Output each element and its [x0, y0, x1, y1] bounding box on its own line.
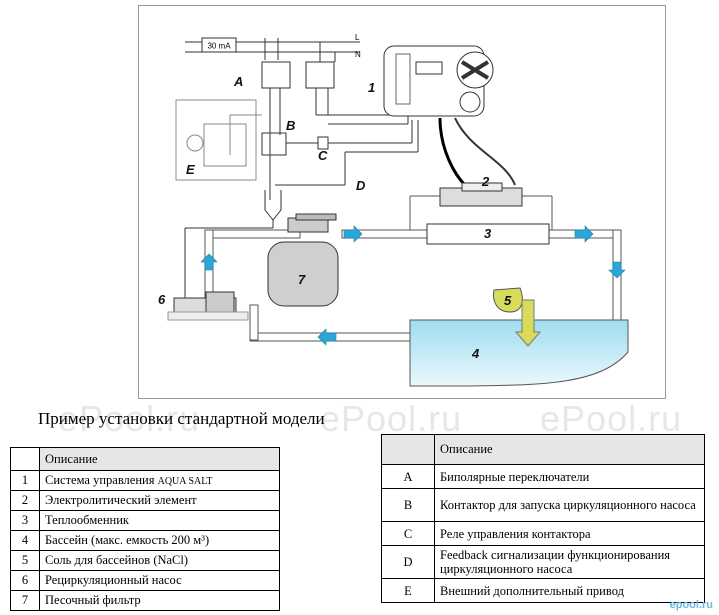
- table-row: C Реле управления контактора: [381, 521, 705, 546]
- label-1: 1: [368, 80, 375, 95]
- label-4: 4: [471, 346, 480, 361]
- line-n-label: N: [355, 50, 361, 59]
- table-row: 5 Соль для бассейнов (NaCl): [10, 550, 280, 571]
- label-e: E: [186, 162, 195, 177]
- header-description: Описание: [434, 434, 705, 465]
- table-row: B Контактор для запуска циркуляционного …: [381, 488, 705, 522]
- label-3: 3: [484, 226, 492, 241]
- figure-caption: Пример установки стандартной модели: [38, 409, 325, 428]
- label-b: B: [286, 118, 295, 133]
- header-description: Описание: [39, 447, 280, 471]
- table-row: 4 Бассейн (макс. емкость 200 м³): [10, 530, 280, 551]
- electrical-table: Описание A Биполярные переключатели B Ко…: [381, 434, 705, 603]
- label-d: D: [356, 178, 366, 193]
- table-row: A Биполярные переключатели: [381, 464, 705, 489]
- label-5: 5: [504, 293, 512, 308]
- table-row: 7 Песочный фильтр: [10, 590, 280, 611]
- watermark: ePool.ru: [540, 398, 683, 439]
- installation-diagram: 30 mA L N: [158, 33, 629, 387]
- label-2: 2: [481, 174, 490, 189]
- watermark: ePool.ru: [58, 398, 201, 439]
- table-row: 3 Теплообменник: [10, 510, 280, 531]
- table-row: E Внешний дополнительный привод: [381, 578, 705, 603]
- label-6: 6: [158, 292, 166, 307]
- watermark: ePool.ru: [320, 398, 463, 439]
- label-c: C: [318, 148, 328, 163]
- line-l-label: L: [355, 33, 360, 42]
- corner-logo: epool.ru: [669, 599, 713, 611]
- table-row: 1 Система управления AQUA SALT: [10, 470, 280, 491]
- breaker-label: 30 mA: [207, 42, 231, 51]
- components-table: Описание 1 Система управления AQUA SALT …: [10, 447, 280, 611]
- label-7: 7: [298, 272, 306, 287]
- table-header: Описание: [10, 447, 280, 471]
- table-row: 2 Электролитический элемент: [10, 490, 280, 511]
- table-row: D Feedback сигнализации функционирования…: [381, 545, 705, 579]
- table-row: 6 Рециркуляционный насос: [10, 570, 280, 591]
- diagram-frame: [138, 5, 666, 399]
- table-header: Описание: [381, 434, 705, 465]
- label-a: A: [233, 74, 243, 89]
